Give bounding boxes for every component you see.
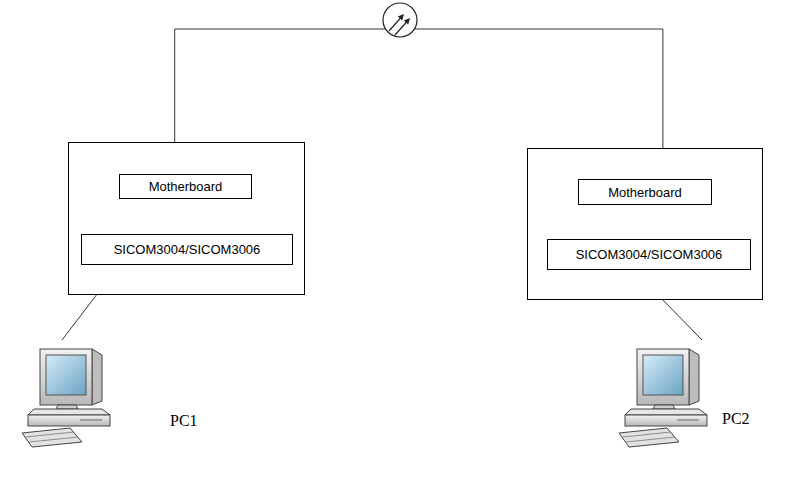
box-label: SICOM3004/SICOM3006	[114, 242, 261, 257]
symbol-arrowhead	[398, 14, 404, 21]
computer-icon	[617, 343, 712, 448]
device-chassis: MotherboardSICOM3004/SICOM3006	[68, 142, 305, 295]
pc-terminal: PC1	[15, 340, 215, 450]
symbol-arrow	[395, 22, 407, 36]
pc-terminal: PC2	[612, 340, 762, 450]
pc-label: PC2	[722, 410, 750, 428]
motherboard-box: Motherboard	[119, 174, 252, 199]
connection-line	[62, 295, 96, 340]
motherboard-box: Motherboard	[578, 179, 712, 205]
computer-icon	[20, 343, 115, 448]
symbol-arrow	[389, 18, 401, 32]
pc-label: PC1	[170, 412, 198, 430]
connection-line	[663, 300, 702, 340]
box-label: SICOM3004/SICOM3006	[576, 247, 723, 262]
device-chassis: MotherboardSICOM3004/SICOM3006	[527, 148, 763, 300]
connection-line	[175, 29, 663, 148]
symbol-arrowhead	[404, 18, 410, 25]
box-label: Motherboard	[149, 179, 223, 194]
box-label: Motherboard	[608, 185, 682, 200]
symbol-circle	[383, 3, 417, 37]
module-box: SICOM3004/SICOM3006	[81, 234, 293, 265]
module-box: SICOM3004/SICOM3006	[547, 239, 751, 270]
